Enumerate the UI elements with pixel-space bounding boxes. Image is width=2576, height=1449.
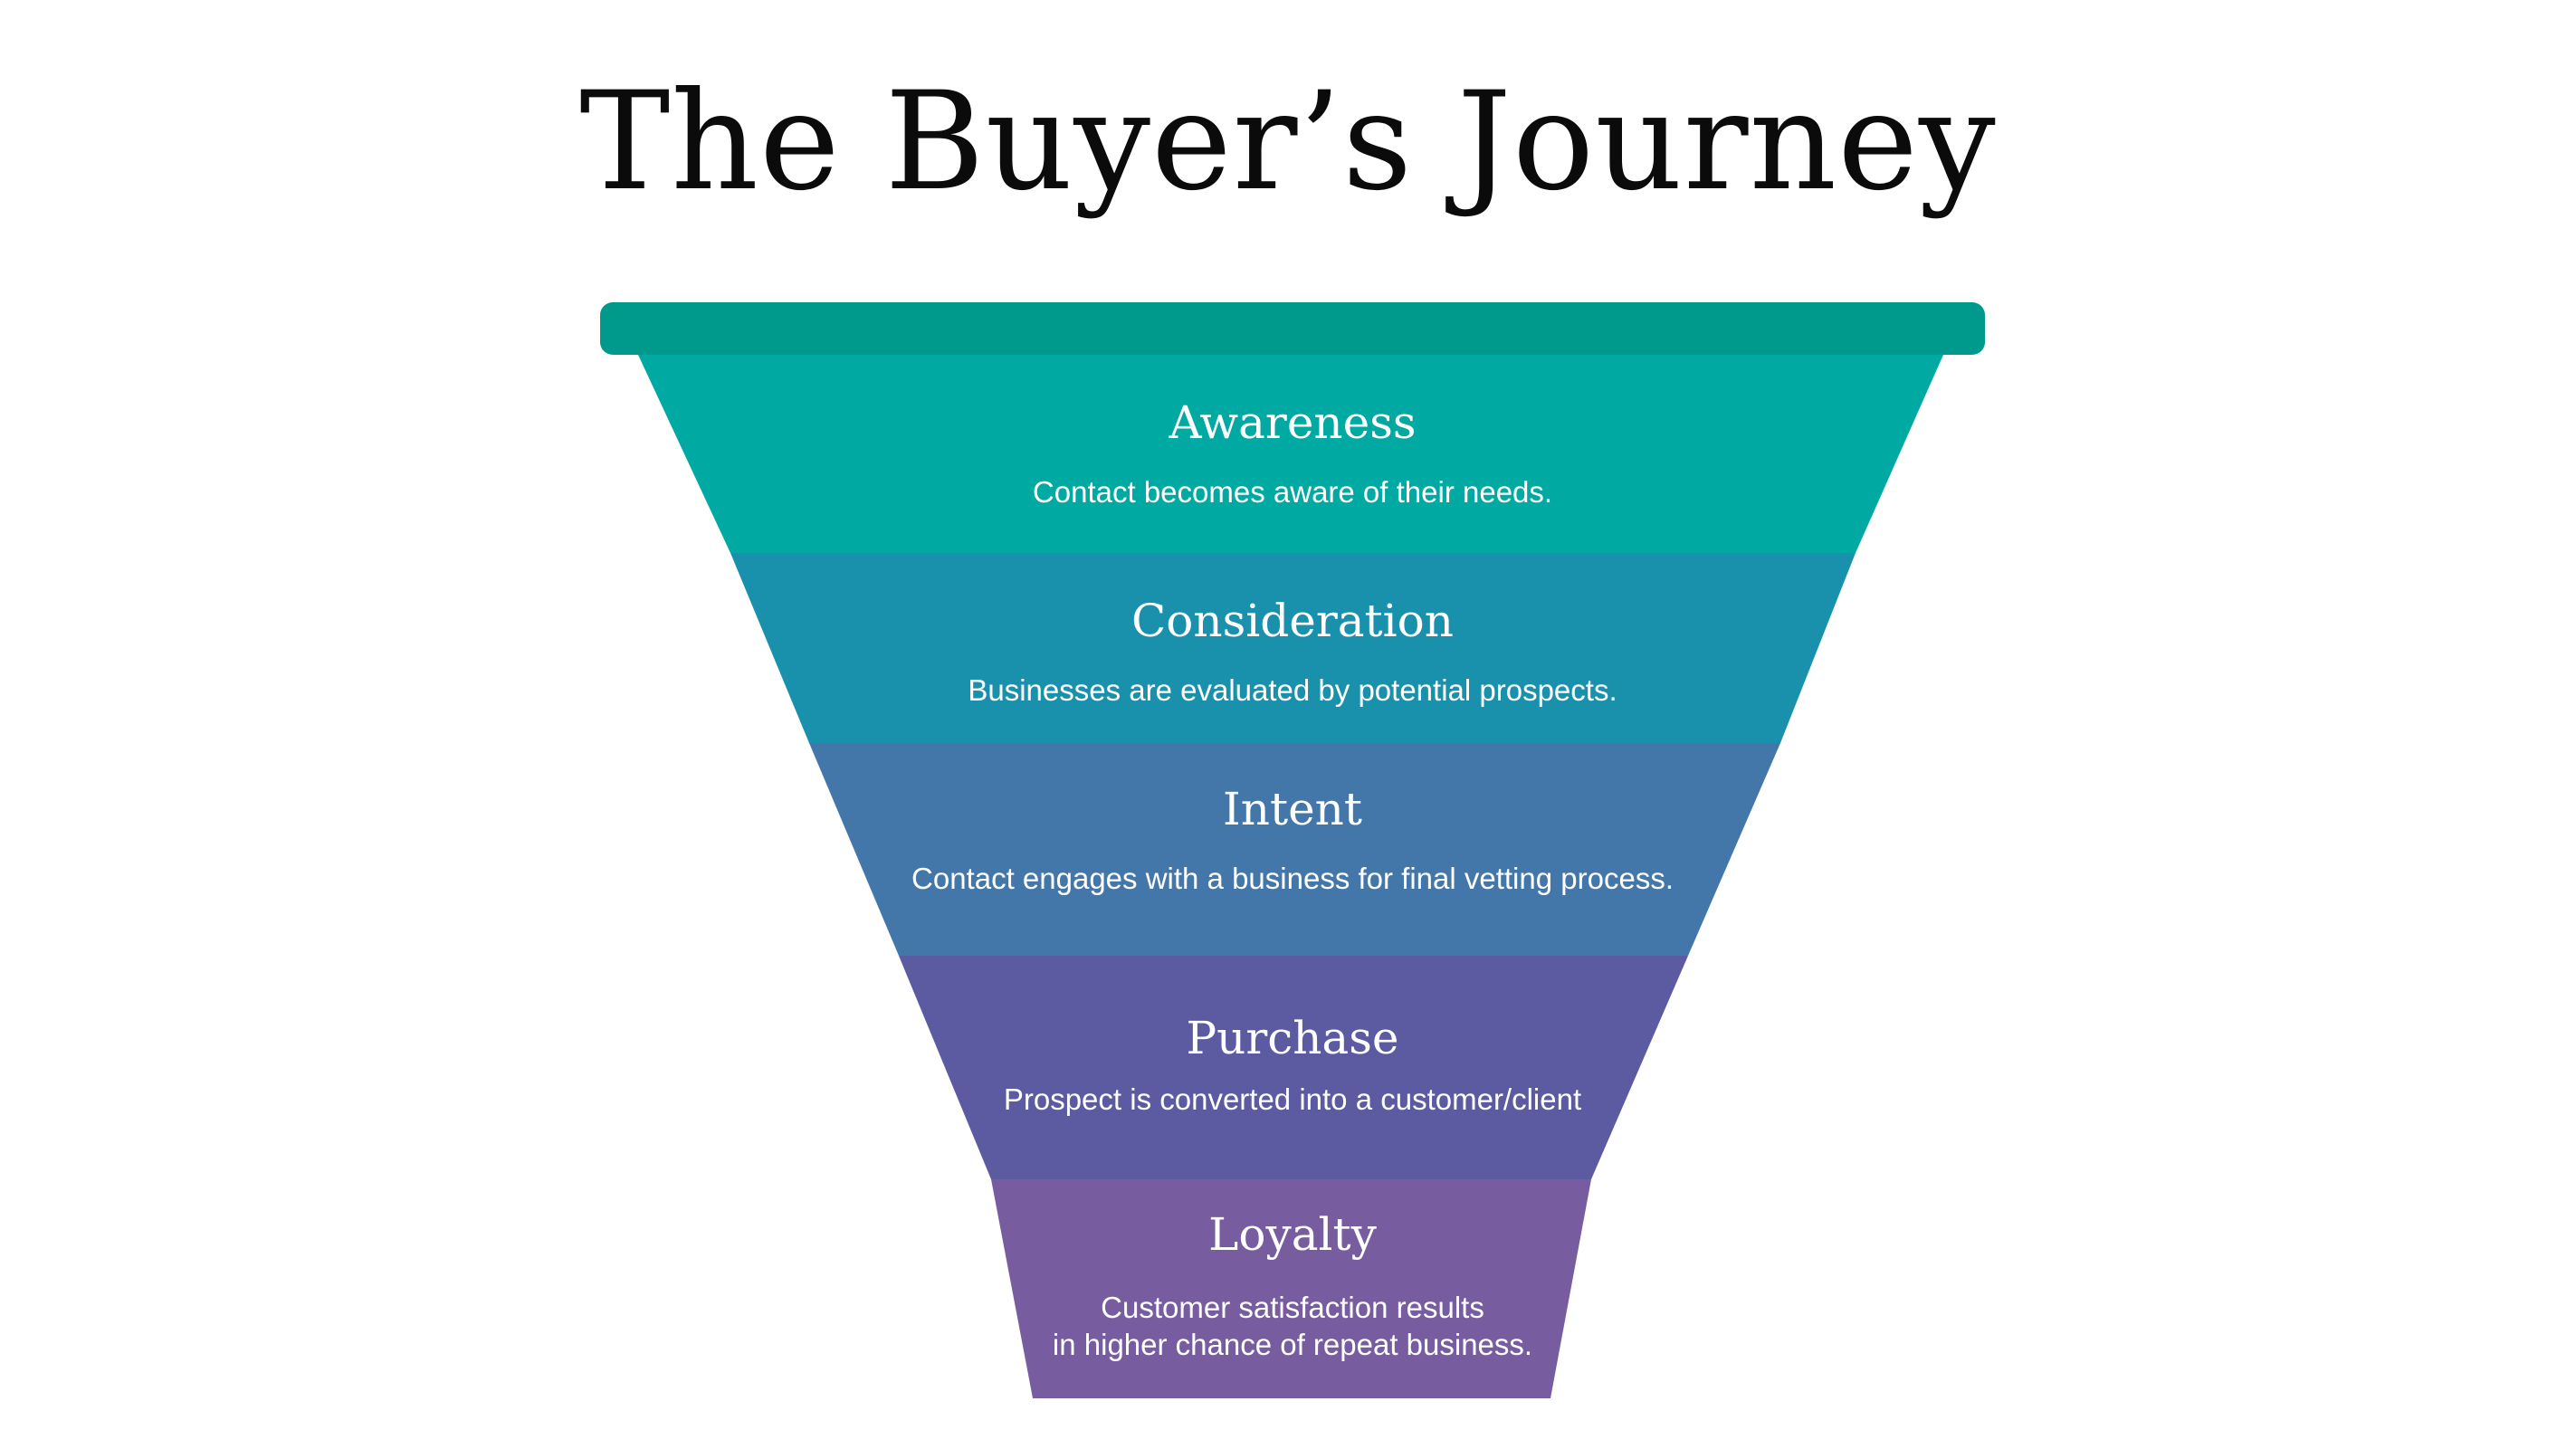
page-title: The Buyer’s Journey [579,63,1997,221]
stage-description-purchase: Prospect is converted into a customer/cl… [1004,1082,1581,1116]
stage-description-loyalty-line-1: Customer satisfaction results [1101,1291,1484,1324]
stage-band-purchase [899,956,1688,1179]
stage-description-consideration: Businesses are evaluated by potential pr… [968,673,1617,707]
stage-description-awareness: Contact becomes aware of their needs. [1033,475,1552,509]
stage-name-purchase: Purchase [1186,1012,1398,1064]
stage-name-loyalty: Loyalty [1208,1208,1377,1261]
stage-description-intent: Contact engages with a business for fina… [911,862,1674,895]
stage-description-loyalty-line-2: in higher chance of repeat business. [1053,1328,1532,1361]
stage-name-intent: Intent [1223,783,1362,835]
stage-band-awareness [638,355,1943,553]
stage-name-awareness: Awareness [1168,396,1416,449]
funnel-rim [600,302,1985,355]
stage-band-consideration [730,553,1856,743]
stage-name-consideration: Consideration [1131,595,1454,647]
stage-band-intent [809,743,1780,956]
stage-band-loyalty [991,1179,1591,1398]
